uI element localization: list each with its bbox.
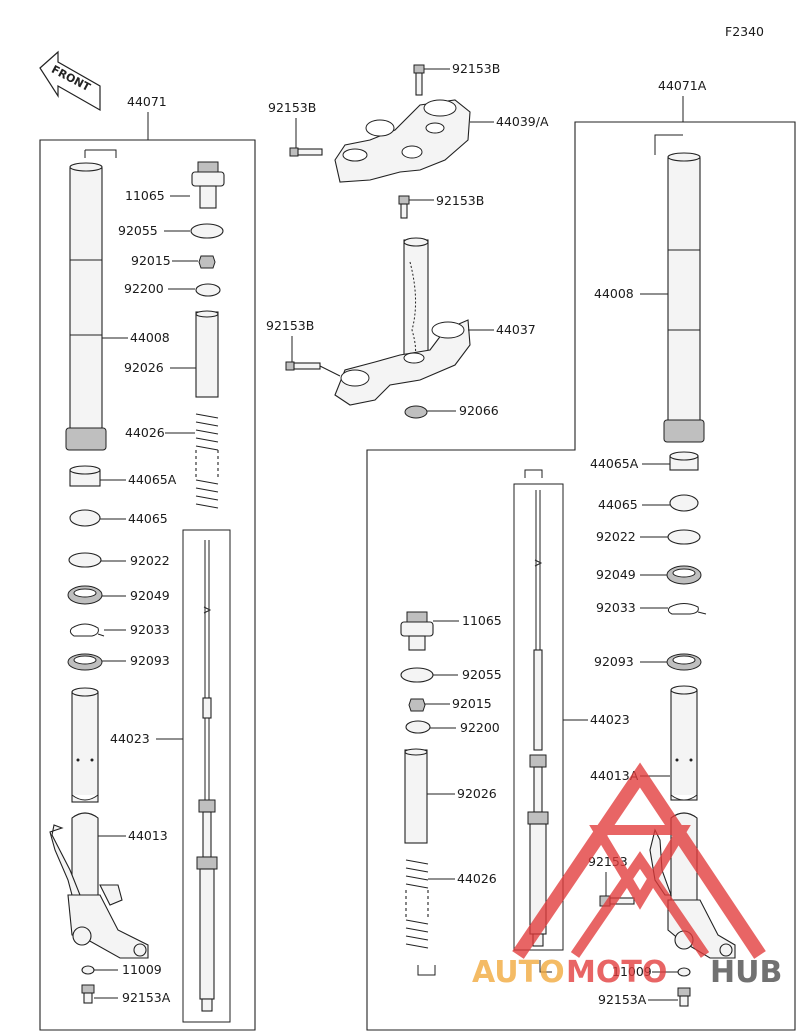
damper-rod-44023-right — [527, 490, 549, 947]
collar-92026-right — [404, 749, 428, 844]
outer-tube-right — [663, 152, 705, 443]
part-label-44013-left: 44013 — [128, 828, 168, 843]
part-label-44026-right: 44026 — [457, 871, 497, 886]
part-label-92093-right: 92093 — [594, 654, 634, 669]
bushing-44065-right — [669, 494, 699, 512]
left-fork-assembly: 44071 44008 11065 92055 92015 — [39, 94, 256, 1031]
part-label-92015-left: 92015 — [131, 253, 171, 268]
upper-triple-clamp: 92153B 92153B 44039/A — [268, 61, 549, 183]
washer-92022-left — [68, 552, 102, 568]
inner-tube-upper-left — [71, 687, 99, 803]
left-fork-frame — [39, 139, 256, 1031]
o-ring-92055-right — [400, 667, 434, 683]
part-label-44008-left: 44008 — [130, 330, 170, 345]
part-label-92153A-left: 92153A — [122, 990, 171, 1005]
right-fork-assembly: 44071A 44008 44065A 44065 92022 92049 92 — [366, 78, 796, 1031]
part-label-92200-right: 92200 — [460, 720, 500, 735]
collar-92026-left — [195, 311, 219, 398]
part-label-11009-left: 11009 — [122, 962, 162, 977]
spring-44026-right — [405, 859, 429, 949]
part-label-92153B-3: 92153B — [436, 193, 484, 208]
part-label-92093-left: 92093 — [130, 653, 170, 668]
part-label-92033-left: 92033 — [130, 622, 170, 637]
part-label-44065-left: 44065 — [128, 511, 168, 526]
gasket-11009-right — [677, 967, 691, 977]
part-label-92055-left: 92055 — [118, 223, 158, 238]
part-label-92033-right: 92033 — [596, 600, 636, 615]
bolt-92153B-top — [413, 64, 425, 96]
part-label-92022-left: 92022 — [130, 553, 170, 568]
inner-tube-upper-right — [670, 685, 698, 801]
part-label-44065A-left: 44065A — [128, 472, 177, 487]
part-label-44071A: 44071A — [658, 78, 707, 93]
right-fork-frame — [366, 121, 796, 1031]
circlip-92033-left — [69, 623, 105, 637]
spring-44026-left — [195, 413, 219, 509]
part-label-92049-right: 92049 — [596, 567, 636, 582]
part-label-44071: 44071 — [127, 94, 167, 109]
part-label-92153B-1: 92153B — [452, 61, 500, 76]
part-label-92026-left: 92026 — [124, 360, 164, 375]
part-label-92066: 92066 — [459, 403, 499, 418]
washer-92200-left — [195, 283, 221, 297]
top-cap-left — [191, 161, 225, 209]
part-label-92049-left: 92049 — [130, 588, 170, 603]
part-label-44023-left: 44023 — [110, 731, 150, 746]
part-label-44023-right: 44023 — [590, 712, 630, 727]
part-label-92153B-2: 92153B — [268, 100, 316, 115]
o-ring-92055-left — [190, 223, 224, 239]
watermark-text-left: AUTO — [472, 955, 565, 990]
part-label-92022-right: 92022 — [596, 529, 636, 544]
bolt-92153A-left — [81, 984, 95, 1004]
figure-id: F2340 — [725, 24, 764, 39]
watermark-text-mid: MOTO — [566, 955, 667, 990]
inner-tube-lower-left — [49, 812, 149, 959]
part-label-92055-right: 92055 — [462, 667, 502, 682]
nut-92015-left — [198, 255, 216, 269]
gasket-11009-left — [81, 965, 95, 975]
part-label-92153A-right: 92153A — [598, 992, 647, 1007]
damper-rod-44023-left — [196, 540, 218, 1012]
nut-92015-right — [408, 698, 426, 712]
part-label-44037: 44037 — [496, 322, 536, 337]
watermark-text-right: HUB — [710, 955, 782, 990]
lower-triple-clamp: 92153B 92153B 44037 92066 — [266, 193, 536, 419]
seal-92066 — [404, 405, 428, 419]
circlip-92033-right — [667, 603, 707, 615]
outer-tube-left — [65, 162, 107, 451]
part-label-11009-right: 11009 — [612, 964, 652, 979]
bolt-92153B-mid — [398, 195, 410, 219]
washer-92200-right — [405, 720, 431, 734]
part-label-11065-left: 11065 — [125, 188, 165, 203]
part-label-44013A-right: 44013A — [590, 768, 639, 783]
top-cap-right — [400, 611, 434, 651]
bolt-92153A-right — [677, 987, 691, 1007]
front-arrow-icon: FRONT — [39, 50, 101, 112]
watermark-logo: AUTO MOTO HUB — [472, 762, 782, 990]
part-label-44026-left: 44026 — [125, 425, 165, 440]
part-label-44065-right: 44065 — [598, 497, 638, 512]
part-label-92153B-4: 92153B — [266, 318, 314, 333]
part-label-44039: 44039/A — [496, 114, 549, 129]
washer-92022-right — [667, 529, 701, 545]
part-label-92200-left: 92200 — [124, 281, 164, 296]
part-label-44065A-right: 44065A — [590, 456, 639, 471]
part-label-92026-right: 92026 — [457, 786, 497, 801]
steering-stem — [403, 239, 429, 361]
part-label-11065-right: 11065 — [462, 613, 502, 628]
bushing-44065-left — [69, 509, 101, 527]
part-label-92015-right: 92015 — [452, 696, 492, 711]
part-label-44008-right: 44008 — [594, 286, 634, 301]
